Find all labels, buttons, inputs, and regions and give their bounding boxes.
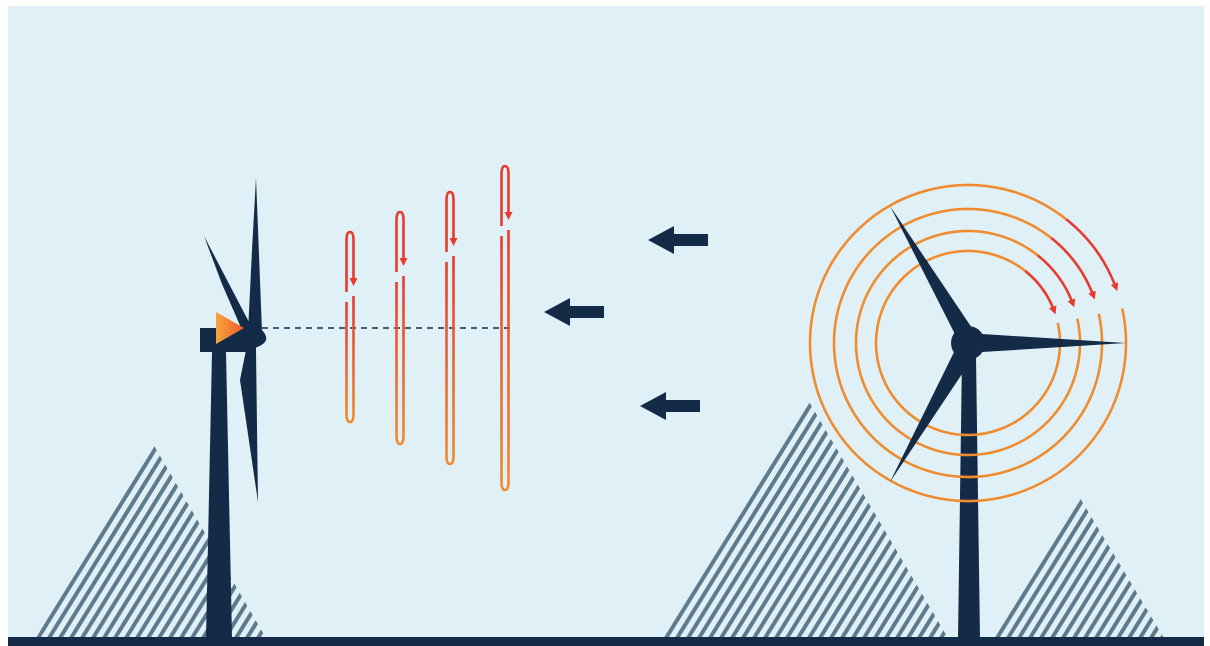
turbine-hub-right <box>951 326 985 360</box>
sky-background <box>8 6 1204 644</box>
ground-line <box>8 637 1204 646</box>
